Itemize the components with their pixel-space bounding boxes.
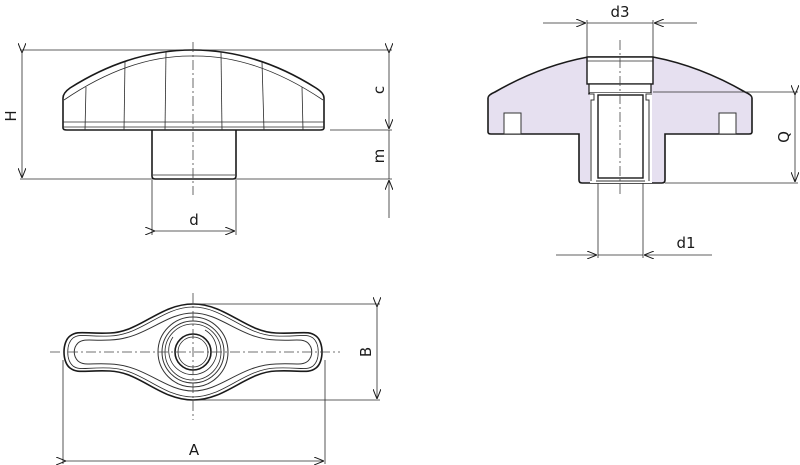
dimension-label-A: A: [189, 441, 200, 459]
dimension-label-d: d: [189, 211, 199, 229]
insert-slot-right: [718, 112, 737, 135]
knob-head-outline: [62, 49, 325, 131]
dimension-label-B: B: [357, 347, 375, 357]
dimension-label-m: m: [370, 149, 388, 164]
side-view: H c m d: [2, 42, 392, 235]
dimension-label-Q: Q: [775, 131, 793, 143]
knob-shank: [151, 130, 237, 180]
dimension-label-d3: d3: [610, 3, 629, 21]
dimension-label-H: H: [2, 110, 20, 121]
dimension-label-d1: d1: [676, 234, 695, 252]
section-view: d3 Q d1: [487, 3, 798, 258]
top-view: B A: [50, 293, 380, 464]
insert-slot-left: [503, 112, 522, 135]
threaded-bore: [586, 56, 654, 183]
dimension-label-c: c: [370, 86, 388, 94]
